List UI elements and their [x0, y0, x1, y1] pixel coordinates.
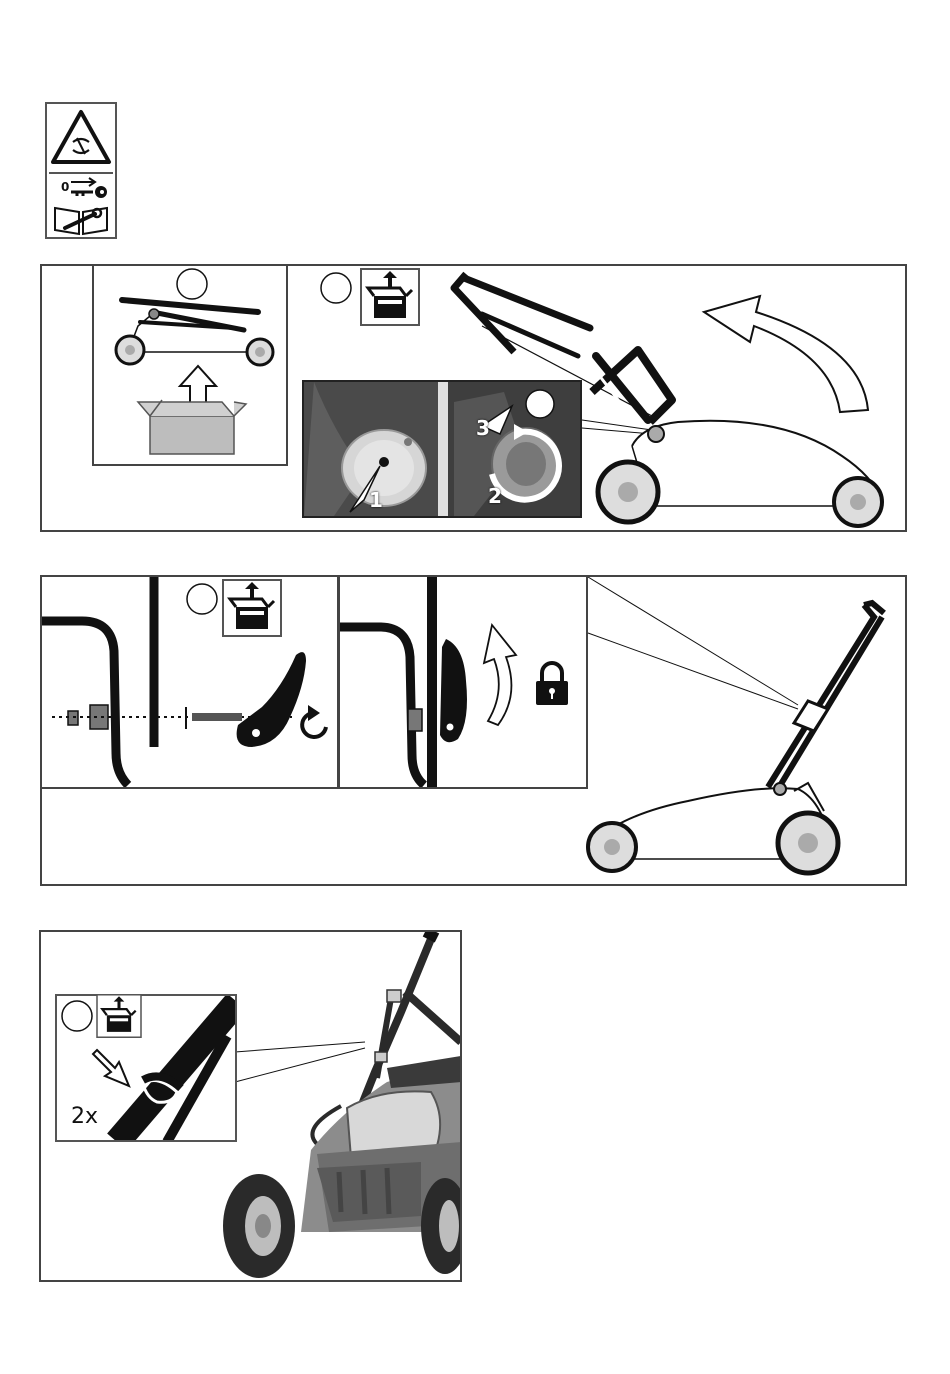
- mower-upright-drawing: [568, 577, 908, 883]
- figure-handle-unfold: 1 2 3: [40, 264, 907, 532]
- rotate-up-arrow-icon: [484, 625, 516, 725]
- unpack-box-icon: [96, 994, 142, 1038]
- hand-cut-warning-icon: [47, 106, 115, 172]
- key-off-icon: [69, 176, 113, 200]
- mower-unfold-drawing: [442, 266, 902, 530]
- cardboard-box-icon: [150, 416, 234, 454]
- rotate-up-arrow-icon: [704, 296, 868, 412]
- step-circle: [187, 584, 217, 614]
- figure-knob-attach-subpanel: [42, 577, 339, 789]
- photo-step-label-1: 1: [369, 488, 383, 512]
- key-off-row: 0: [47, 174, 115, 200]
- figure-cable-clips: 2x: [39, 930, 462, 1282]
- manual-wrench-icon: [47, 200, 115, 238]
- unpack-box-icon: [360, 268, 420, 326]
- step-circle: [177, 269, 207, 299]
- figure-lever-lock-subpanel: [338, 577, 588, 789]
- step-circle: [318, 270, 354, 306]
- clip-count-label: 2x: [71, 1104, 98, 1129]
- unpack-box-icon: [222, 579, 282, 637]
- safety-icon-panel: 0: [45, 102, 117, 239]
- push-arrow-icon: [93, 1050, 129, 1086]
- figure-handle-lock: [40, 575, 907, 886]
- figure-unpack-subpanel: [92, 266, 288, 466]
- step-circle: [62, 1001, 92, 1031]
- lock-icon: [536, 663, 568, 705]
